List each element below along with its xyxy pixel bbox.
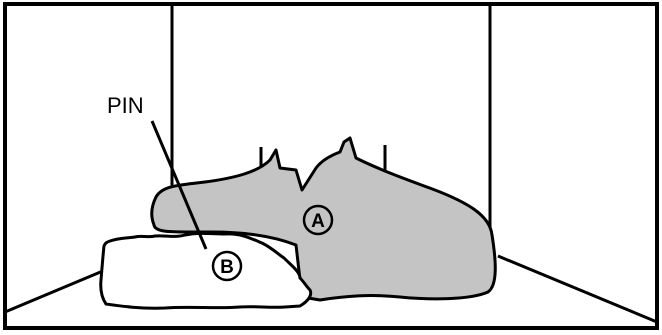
floor-left-perspective-line [4, 266, 111, 314]
log-b [99, 231, 313, 310]
callout-a-circle [302, 204, 334, 236]
callout-b-letter: B [220, 257, 234, 278]
callout-b: B [211, 250, 243, 282]
pin-pointer-line [150, 120, 208, 250]
floor-right-perspective-line [497, 254, 658, 324]
callout-a-letter: A [311, 211, 325, 232]
log-a [150, 136, 497, 302]
callout-a: A [302, 204, 334, 236]
callout-b-circle [211, 250, 243, 282]
pin-label: PIN [107, 93, 144, 118]
